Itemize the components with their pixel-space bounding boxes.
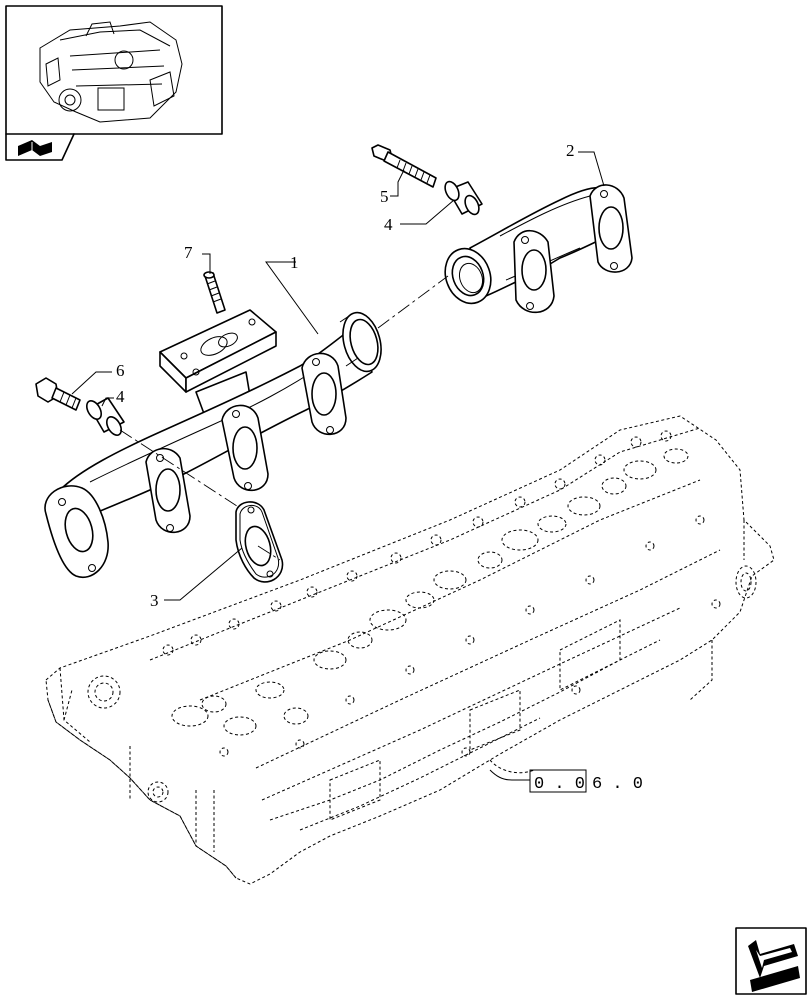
callout-2[interactable]: 2 [566,141,575,160]
part-7-stud [203,271,226,314]
callout-1[interactable]: 1 [290,253,299,272]
engine-thumbnail-icon[interactable] [5,5,223,135]
part-4-spacer-lower [85,397,125,436]
section-reference[interactable]: 0 . 0 6 . 0 [529,769,643,794]
reference-boxed-code: 0 . 0 [534,775,585,794]
callout-7[interactable]: 7 [184,243,193,262]
book-icon[interactable] [5,133,75,161]
next-page-arrow-icon[interactable] [735,927,807,995]
part-1-manifold-front [44,309,382,579]
part-4-spacer-upper [444,180,483,216]
part-3-gasket [235,501,284,583]
callout-6[interactable]: 6 [116,361,125,380]
callout-4-lower[interactable]: 4 [116,387,125,406]
leader-lines [71,151,605,781]
cylinder-head-phantom [45,415,775,885]
callout-labels: 1 2 3 4 4 5 6 7 [116,141,575,610]
callout-5[interactable]: 5 [380,187,389,206]
part-6-bolt [35,377,81,411]
reference-suffix-code: 6 . 0 [592,775,643,794]
part-2-manifold-rear [444,184,633,314]
assembly-axis-lines [119,275,449,561]
part-5-stud [371,144,437,188]
callout-3[interactable]: 3 [150,591,159,610]
callout-4-upper[interactable]: 4 [384,215,393,234]
